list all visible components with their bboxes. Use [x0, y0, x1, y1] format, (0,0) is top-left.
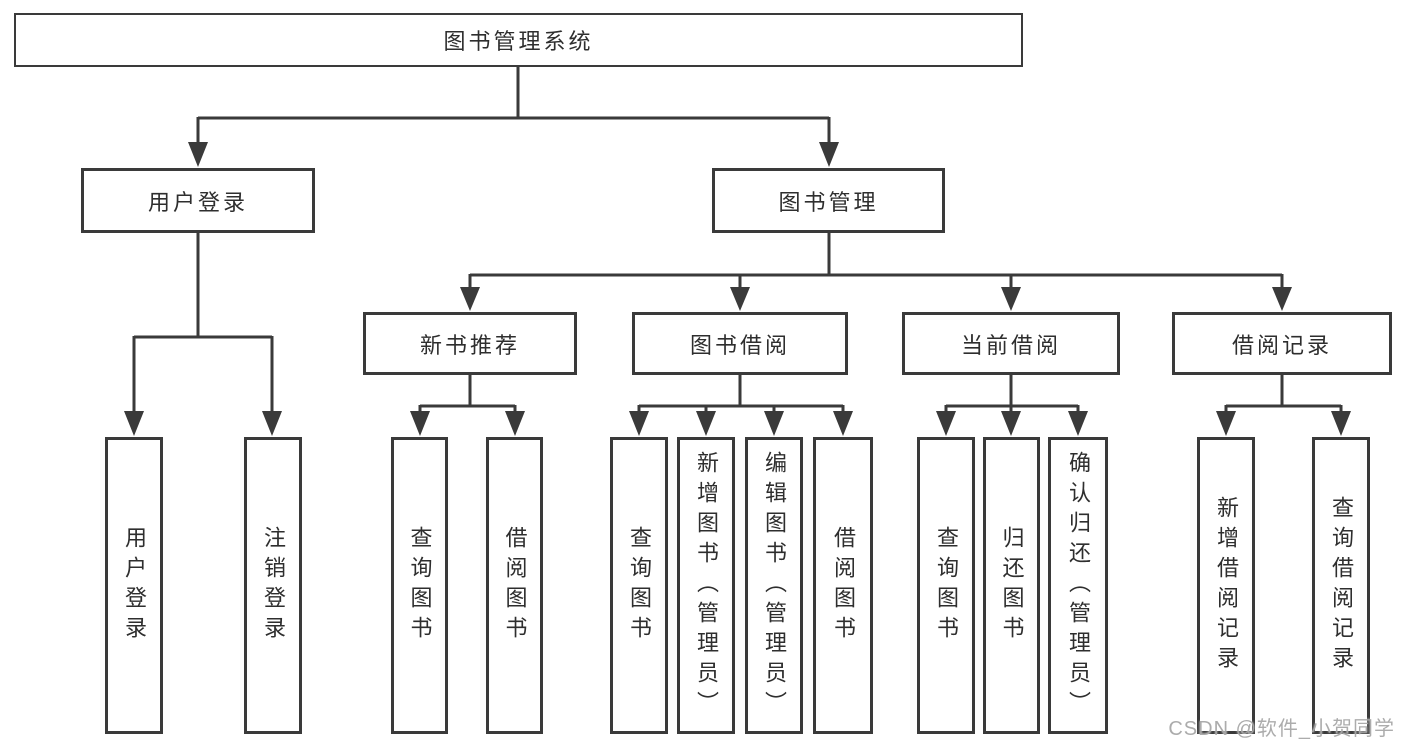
- leaf-edit-book-admin: 编辑图书（管理员）: [745, 437, 803, 734]
- node-library-management-system: 图书管理系统: [14, 13, 1023, 67]
- leaf-confirm-return-admin: 确认归还（管理员）: [1048, 437, 1108, 734]
- leaf-return-book: 归还图书: [983, 437, 1040, 734]
- node-book-management: 图书管理: [712, 168, 945, 233]
- leaf-query-books-current: 查询图书: [917, 437, 975, 734]
- leaf-add-borrow-record: 新增借阅记录: [1197, 437, 1255, 734]
- leaf-query-borrow-record: 查询借阅记录: [1312, 437, 1370, 734]
- node-borrow-records: 借阅记录: [1172, 312, 1392, 375]
- leaf-borrow-books: 借阅图书: [813, 437, 873, 734]
- leaf-query-books-recommend: 查询图书: [391, 437, 448, 734]
- node-book-borrow: 图书借阅: [632, 312, 848, 375]
- node-user-login: 用户登录: [81, 168, 315, 233]
- leaf-query-books-borrow: 查询图书: [610, 437, 668, 734]
- leaf-logout: 注销登录: [244, 437, 302, 734]
- node-new-book-recommend: 新书推荐: [363, 312, 577, 375]
- leaf-user-login: 用户登录: [105, 437, 163, 734]
- node-current-borrow: 当前借阅: [902, 312, 1120, 375]
- watermark-text: CSDN @软件_小贺同学: [1168, 718, 1395, 740]
- leaf-borrow-books-recommend: 借阅图书: [486, 437, 543, 734]
- leaf-add-book-admin: 新增图书（管理员）: [677, 437, 735, 734]
